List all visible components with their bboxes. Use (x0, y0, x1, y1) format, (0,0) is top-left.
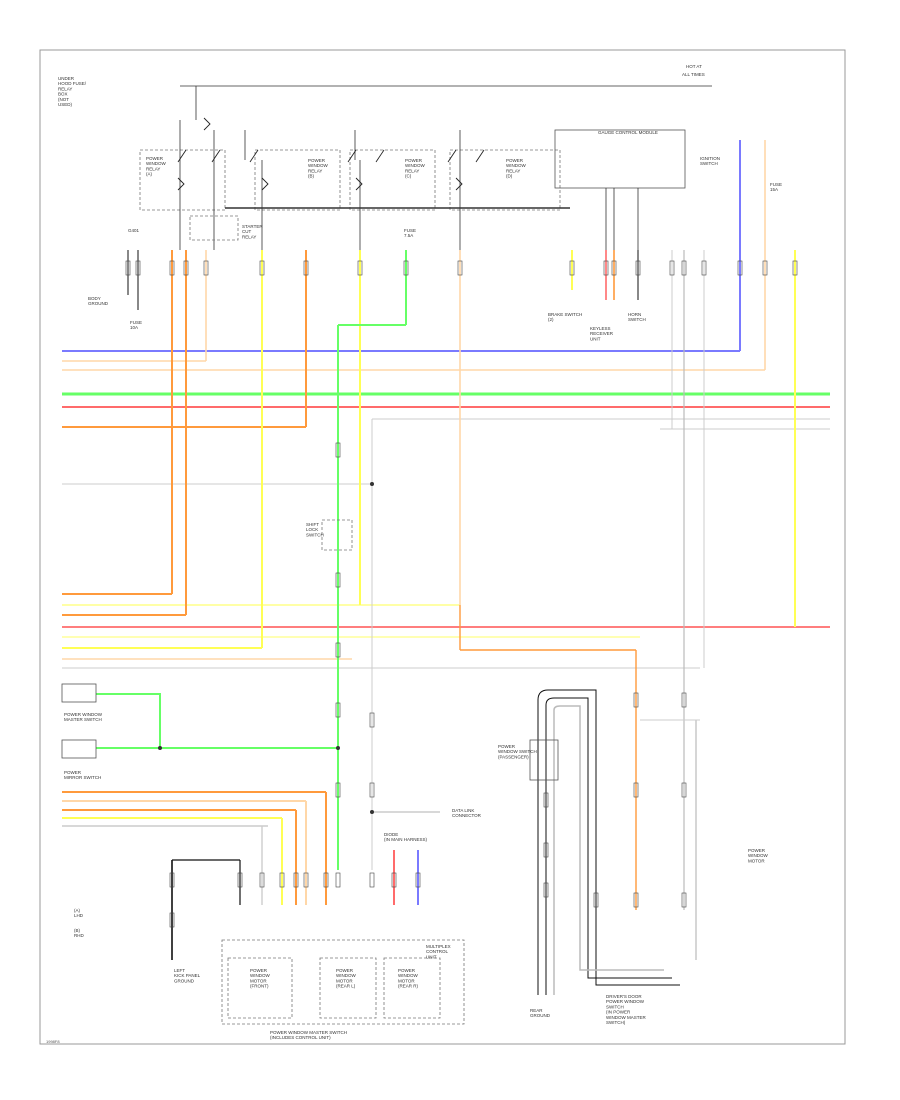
connector-mark (135, 260, 141, 276)
connector-mark (635, 260, 641, 276)
connector-mark (681, 782, 687, 798)
connector-mark (335, 782, 341, 798)
black-bundle (537, 689, 680, 995)
connector-mark (415, 872, 421, 888)
relay-area (139, 85, 712, 250)
label-legend-a: (A)LHD (74, 908, 84, 918)
label-legend-b: (B)RHD (74, 928, 84, 938)
diagram-frame (39, 49, 846, 1045)
connector-mark (762, 260, 768, 276)
connector-mark (737, 260, 743, 276)
connector-mark (303, 872, 309, 888)
connector-mark (543, 882, 549, 898)
connector-mark (633, 782, 639, 798)
connector-mark (335, 702, 341, 718)
vertical-wires (127, 140, 796, 960)
connector-mark (681, 692, 687, 708)
connector-mark (369, 782, 375, 798)
connector-mark (169, 912, 175, 928)
connector-mark (681, 892, 687, 908)
horizontal-wires (62, 350, 830, 827)
relay-switch-symbols (177, 117, 485, 191)
connector-mark (169, 872, 175, 888)
label-g401: G401 (128, 228, 140, 233)
connector-mark (237, 872, 243, 888)
connector-mark (569, 260, 575, 276)
connector-mark (279, 872, 285, 888)
connector-mark (603, 260, 609, 276)
connector-mark (259, 872, 265, 888)
label-brake-switch: BRAKE SWITCH(2) (548, 312, 582, 322)
connector-mark (259, 260, 265, 276)
connector-mark (357, 260, 363, 276)
connector-mark (701, 260, 707, 276)
connector-mark (125, 260, 131, 276)
connector-mark (293, 872, 299, 888)
connector-mark (335, 442, 341, 458)
connector-mark (457, 260, 463, 276)
connector-mark (681, 260, 687, 276)
label-control-unit-box: POWER WINDOW MASTER SWITCH(INCLUDES CONT… (270, 1030, 347, 1040)
connector-mark (593, 892, 599, 908)
connector-mark (611, 260, 617, 276)
label-diode: DIODE(IN MAIN HARNESS) (384, 832, 428, 842)
green-signal-wire (96, 693, 338, 749)
footer-code: 1998F8 (46, 1039, 60, 1044)
connector-mark (391, 872, 397, 888)
mid-components (61, 482, 559, 1025)
connector-mark (335, 872, 341, 888)
connector-marks (125, 260, 798, 928)
connector-mark (335, 572, 341, 588)
hot-label-2: ALL TIMES (682, 72, 705, 77)
connector-mark (183, 260, 189, 276)
connector-mark (335, 642, 341, 658)
connector-mark (633, 692, 639, 708)
connector-mark (369, 872, 375, 888)
label-gauge-control: GAUGE CONTROL MODULE (598, 130, 658, 135)
connector-mark (303, 260, 309, 276)
connector-mark (369, 712, 375, 728)
connector-mark (633, 892, 639, 908)
connector-mark (203, 260, 209, 276)
connector-mark (403, 260, 409, 276)
connector-mark (169, 260, 175, 276)
hot-label-1: HOT AT (686, 64, 702, 69)
connector-mark (543, 792, 549, 808)
connector-mark (792, 260, 798, 276)
connector-mark (323, 872, 329, 888)
connector-mark (669, 260, 675, 276)
connector-mark (543, 842, 549, 858)
